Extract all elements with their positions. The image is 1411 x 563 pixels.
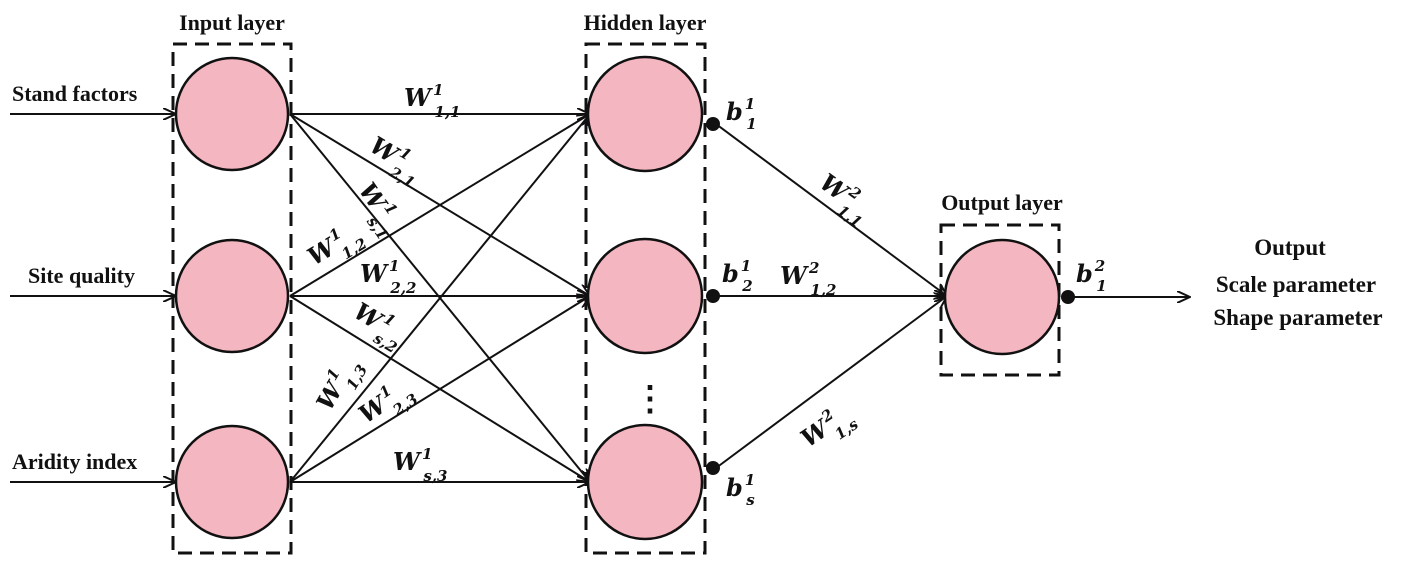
svg-text:W1s,2: W1s,2 <box>344 295 411 357</box>
output-layer-title: Output layer <box>941 190 1063 215</box>
output-title: Output <box>1254 235 1326 260</box>
hidden-node-2 <box>586 237 704 355</box>
svg-text:W12,2: W12,2 <box>360 257 417 297</box>
input-label-site-quality: Site quality <box>28 263 135 288</box>
hidden-ellipsis: ⋮ <box>633 381 667 418</box>
input-node-3 <box>174 424 290 540</box>
svg-text:W1s,3: W1s,3 <box>393 445 448 485</box>
svg-text:b21: b21 <box>1076 257 1107 295</box>
weight-w2-1-s: W21,s <box>794 396 862 460</box>
output-node <box>943 238 1061 356</box>
connections-input-hidden <box>289 114 590 482</box>
bias-dot-output <box>1061 290 1075 304</box>
svg-text:b12: b12 <box>722 257 753 295</box>
input-label-aridity-index: Aridity index <box>12 449 137 474</box>
bias-dot-hidden-2 <box>706 289 720 303</box>
svg-text:W21,2: W21,2 <box>780 259 837 299</box>
bias-dot-hidden-1 <box>706 117 720 131</box>
weight-w2-1-1: W21,1 <box>809 166 878 232</box>
input-label-stand-factors: Stand factors <box>12 81 138 106</box>
output-shape-parameter: Shape parameter <box>1213 305 1382 330</box>
svg-text:W21,1: W21,1 <box>809 166 878 232</box>
connections-hidden-output <box>715 123 947 469</box>
hidden-node-1 <box>586 55 704 173</box>
input-node-1 <box>174 56 290 172</box>
input-node-2 <box>174 238 290 354</box>
bias-dot-hidden-s <box>706 461 720 475</box>
svg-text:b1s: b1s <box>726 471 755 509</box>
hidden-node-s <box>586 423 704 541</box>
hidden-layer-title: Hidden layer <box>584 10 707 35</box>
weight-w1-s-2: W1s,2 <box>344 295 411 357</box>
output-scale-parameter: Scale parameter <box>1216 272 1376 297</box>
svg-text:W21,s: W21,s <box>794 396 862 460</box>
input-layer-title: Input layer <box>179 10 285 35</box>
svg-text:W11,1: W11,1 <box>404 81 461 121</box>
svg-text:b11: b11 <box>726 95 757 133</box>
